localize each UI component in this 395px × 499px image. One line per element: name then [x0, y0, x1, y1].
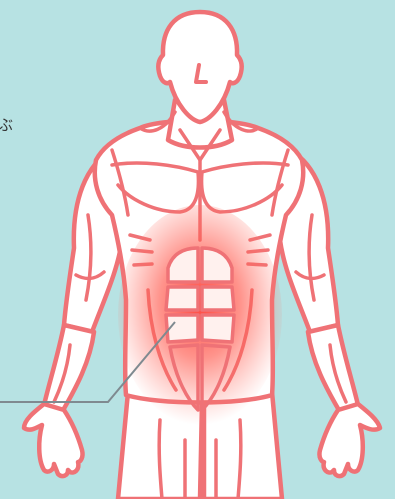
- abdominal-glow-icon: [118, 205, 282, 425]
- left-forearm: [44, 325, 94, 412]
- right-hand: [319, 404, 380, 476]
- left-hand: [24, 404, 83, 476]
